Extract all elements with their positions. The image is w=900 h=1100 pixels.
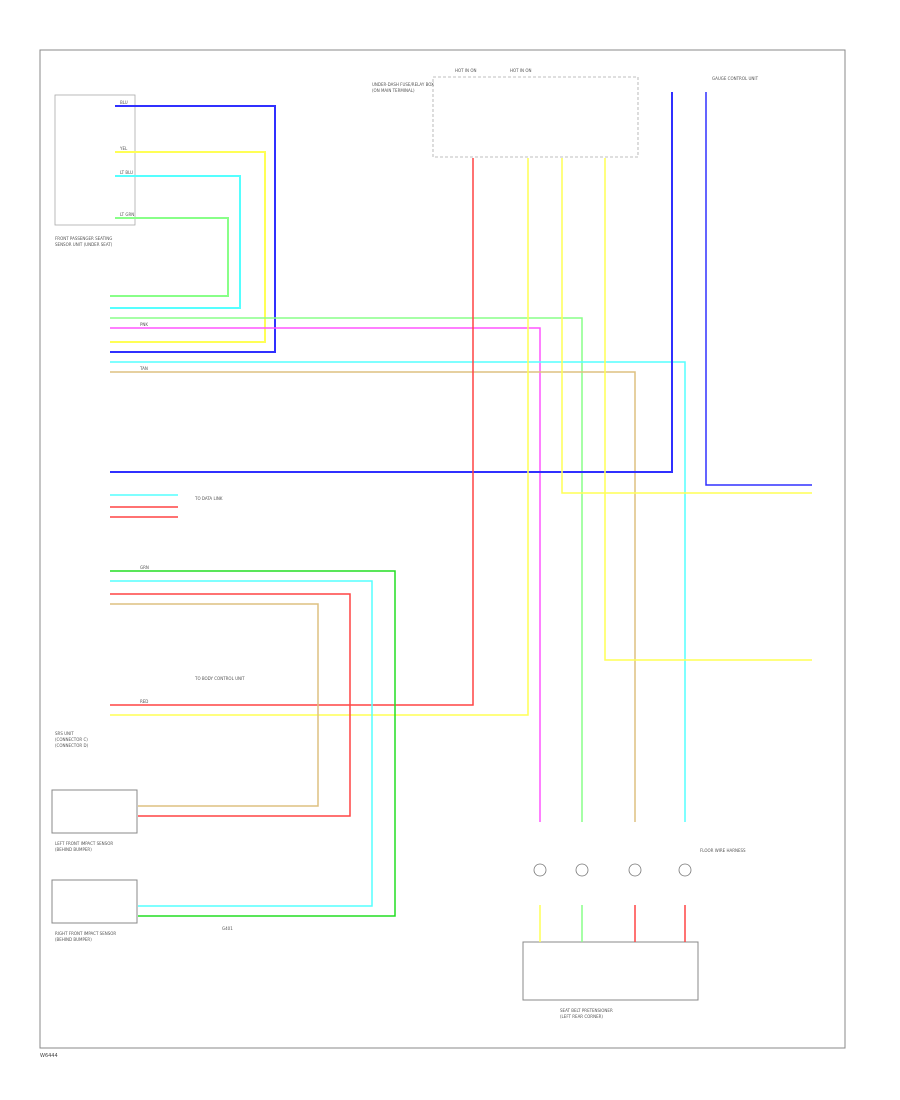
connector-3 [628,863,642,877]
wire-blu-mid [110,92,673,473]
label-fuse-a: HOT IN ON [455,68,476,73]
label-to-data: TO DATA LINK [194,496,223,501]
label-left-sensor-2: (BEHIND BUMPER) [55,847,92,852]
wire-yel-top [110,151,266,343]
wire-blu-right [705,92,812,486]
label-module: FRONT PASSENGER SEATING [55,236,112,241]
label-wire-ltgrn: LT GRN [120,212,134,217]
label-junction: FLOOR WIRE HARNESS [700,848,746,853]
wire-tan-sensor [110,603,319,807]
label-fuse-box: UNDER-DASH FUSE/RELAY BOX [372,82,434,87]
label-to-body: TO BODY CONTROL UNIT [194,676,245,681]
label-wire-grn: GRN [140,565,149,570]
label-wire-red: RED [140,699,148,704]
label-right-sensor-2: (BEHIND BUMPER) [55,937,92,942]
label-bottom-unit-2: (LEFT REAR CORNER) [560,1014,603,1019]
label-fuse-box-2: (ON MAIN TERMINAL) [372,88,415,93]
label-wire-yel: YEL [119,146,128,151]
connector-4 [678,863,692,877]
wire-red-sensor [110,593,351,817]
right-sensor-box [51,879,138,924]
wire-pnk-long [110,327,541,822]
wire-yel-fuse [110,158,529,716]
label-bottom-unit: SEAT BELT PRETENSIONER [560,1008,613,1013]
label-right-sensor: RIGHT FRONT IMPACT SENSOR [55,931,116,936]
connector-group [533,863,692,877]
wire-group [110,92,812,942]
diagram-frame [39,49,846,1049]
wire-ltblu-sensor [110,580,373,907]
label-left-sensor: LEFT FRONT IMPACT SENSOR [55,841,113,846]
wire-ltgrn-long [110,317,583,822]
label-srs-2: (CONNECTOR C) [55,737,88,742]
label-srs: SRS UNIT [55,731,74,736]
bottom-unit-box [522,941,699,1001]
label-footer: W6444 [40,1053,58,1059]
label-gauge: GAUGE CONTROL UNIT [712,76,759,81]
wire-ltblu-top [110,175,241,309]
wire-blu-top [110,105,276,353]
label-wire-pnk: PNK [140,322,148,327]
label-srs-3: (CONNECTOR D) [55,743,89,748]
connector-2 [575,863,589,877]
left-sensor-box [51,789,138,834]
wire-yel-fuse-2 [561,158,812,494]
fuse-box-box [432,76,639,158]
label-wire-tan: TAN [139,366,148,371]
label-wire-blu: BLU [120,100,128,105]
label-ground: G401 [222,926,233,931]
connector-1 [533,863,547,877]
wire-grn-sensor [110,570,396,917]
wire-ltgrn-top [110,217,229,297]
wire-red-fuse [110,158,474,706]
label-module-2: SENSOR UNIT (UNDER SEAT) [55,242,113,247]
wire-ltblu-long [110,361,686,822]
wire-tan-long [110,371,636,822]
label-fuse-b: HOT IN ON [510,68,531,73]
wire-yel-fuse-3 [604,158,812,661]
label-wire-ltblu: LT BLU [120,170,133,175]
top-module-box [54,94,136,226]
